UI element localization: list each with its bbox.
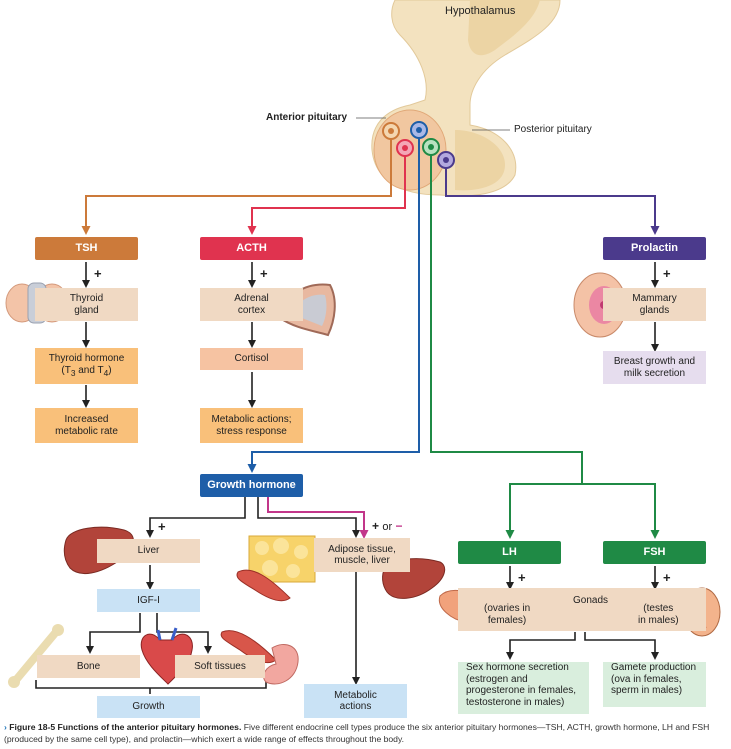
- posterior-pituitary-label: Posterior pituitary: [514, 124, 592, 135]
- liver-plus-sign: +: [158, 519, 166, 534]
- acth-pathway: [247, 156, 406, 235]
- prolactin-pathway: [445, 168, 660, 235]
- tsh-plus-sign: +: [94, 266, 102, 281]
- gamete-production-box: Gamete production(ova in females,sperm i…: [603, 662, 706, 707]
- muscle-stomach-illustration: [220, 630, 299, 685]
- thyroid-hormone-box: Thyroid hormone (T3 and T4): [35, 348, 138, 384]
- fsh-header: FSH: [603, 541, 706, 564]
- growth-hormone-pathway: [247, 138, 420, 473]
- fsh-plus-sign: +: [663, 570, 671, 585]
- igf-box: IGF-I: [97, 589, 200, 612]
- adipose-pathway: [267, 497, 369, 539]
- caption-body: Five different endocrine cell types prod…: [4, 722, 710, 744]
- hypothalamus-label: Hypothalamus: [445, 5, 516, 17]
- bone-illustration: [8, 624, 64, 688]
- plus-sign: +: [372, 519, 380, 533]
- soft-tissues-box: Soft tissues: [175, 655, 265, 678]
- gonads-label: Gonads: [573, 595, 609, 606]
- acth-plus-sign: +: [260, 266, 268, 281]
- caption-figure-number: Figure 18-5: [9, 722, 56, 732]
- adipose-illustration: [248, 535, 316, 583]
- cortisol-box: Cortisol: [200, 348, 303, 370]
- lh-fsh-pathway: [430, 155, 655, 534]
- lh-plus-sign: +: [518, 570, 526, 585]
- acth-header: ACTH: [200, 237, 303, 260]
- growth-box: Growth: [97, 696, 200, 718]
- adipose-plus-or-minus: + or −: [372, 519, 403, 534]
- bone-box: Bone: [37, 655, 140, 678]
- effect-arrows: [35, 262, 659, 694]
- growth-hormone-header: Growth hormone: [200, 474, 303, 497]
- minus-sign: −: [395, 519, 403, 533]
- liver-box: Liver: [97, 539, 200, 563]
- anterior-pituitary-label: Anterior pituitary: [266, 112, 348, 123]
- caption-marker: ›: [4, 722, 7, 732]
- lh-header: LH: [458, 541, 561, 564]
- tsh-header: TSH: [35, 237, 138, 260]
- tsh-pathway: [81, 139, 392, 235]
- or-word: or: [382, 521, 393, 533]
- caption-title: Functions of the anterior pituitary horm…: [57, 722, 242, 732]
- prolactin-plus-sign: +: [663, 266, 671, 281]
- metabolic-actions-box: Metabolic actions;stress response: [200, 408, 303, 443]
- hypothalamus-illustration: [371, 0, 561, 197]
- muscle-illustration: [236, 569, 291, 602]
- adipose-tissue-box: Adipose tissue,muscle, liver: [314, 538, 410, 572]
- prolactin-header: Prolactin: [603, 237, 706, 260]
- figure-caption: › Figure 18-5 Functions of the anterior …: [4, 722, 728, 745]
